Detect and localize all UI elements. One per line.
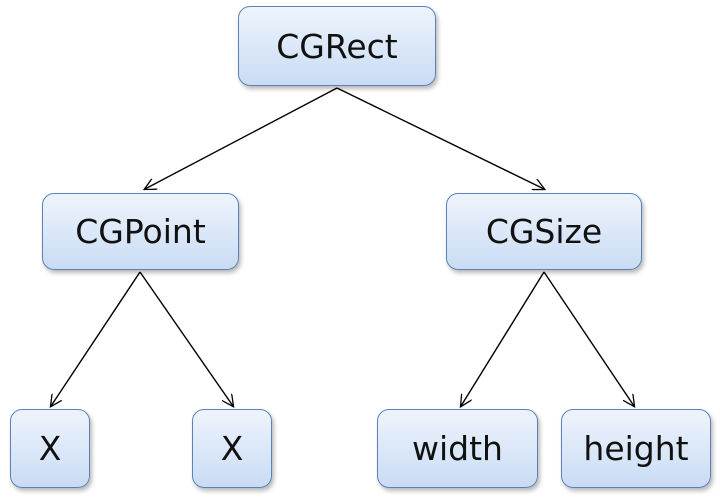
- node-point-x: X: [10, 409, 90, 488]
- node-cgrect: CGRect: [238, 6, 436, 86]
- node-cgpoint: CGPoint: [42, 193, 239, 270]
- node-cgpoint-label: CGPoint: [75, 212, 206, 251]
- node-size-width-label: width: [412, 429, 503, 468]
- node-size-height-label: height: [583, 429, 689, 468]
- node-size-width: width: [377, 409, 538, 488]
- edge-size-to-width: [461, 271, 545, 406]
- node-cgrect-label: CGRect: [276, 26, 398, 66]
- node-cgsize: CGSize: [446, 193, 642, 270]
- edge-root-to-point: [145, 87, 338, 189]
- node-cgsize-label: CGSize: [485, 212, 603, 251]
- edge-point-to-y: [139, 271, 233, 406]
- node-point-second-x-label: X: [220, 429, 244, 468]
- node-point-x-label: X: [38, 429, 62, 468]
- edge-size-to-height: [543, 271, 634, 406]
- node-point-second-x: X: [192, 409, 272, 488]
- node-size-height: height: [561, 409, 711, 488]
- edge-point-to-x: [51, 271, 141, 406]
- edge-root-to-size: [336, 87, 544, 189]
